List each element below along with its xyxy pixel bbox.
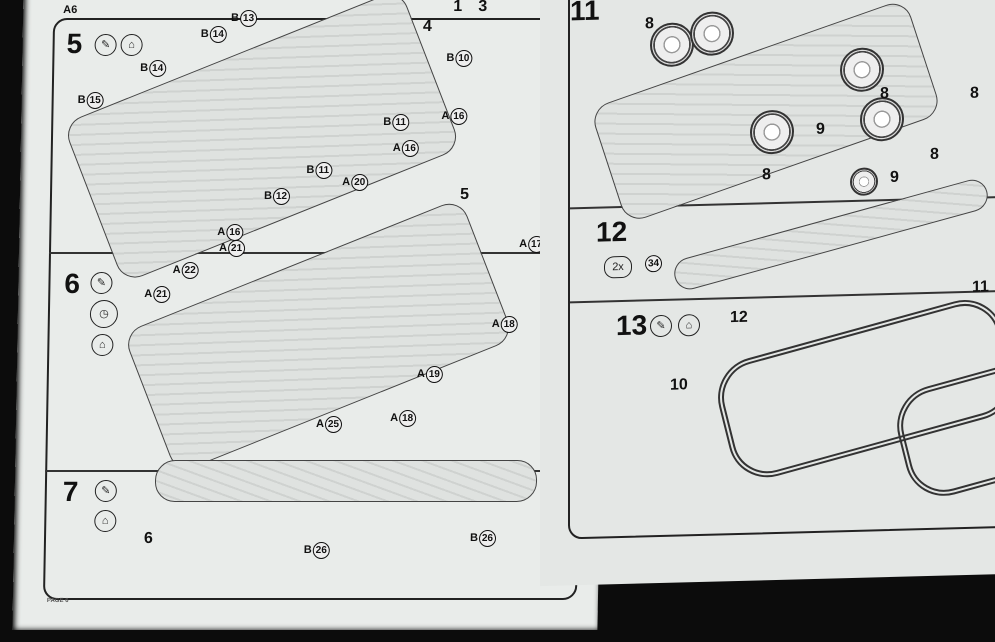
step-12-number: 12 <box>596 215 628 248</box>
suspension-drawing <box>154 460 538 502</box>
part-number: 8 <box>762 166 771 184</box>
step-7-number: 7 <box>62 476 79 507</box>
part-number: 8 <box>930 145 939 163</box>
step-13-number: 13 <box>616 309 648 342</box>
assembly-number: 5 <box>459 186 470 203</box>
instruction-page-right: 11 8 8 8 8 9 8 9 12 2x 34 13 ✎ ⌂ 12 10 1… <box>540 0 995 587</box>
part-number: 8 <box>645 15 654 33</box>
step-5-number: 5 <box>66 28 83 59</box>
part-number: 9 <box>890 168 899 186</box>
step-number: 3 <box>478 0 488 15</box>
part-number: 8 <box>880 85 889 103</box>
assembly-number: 6 <box>143 530 154 547</box>
step-11-number: 11 <box>570 0 600 27</box>
part-number: 11 <box>972 278 989 296</box>
part-label: A6 <box>63 4 78 16</box>
page-footer: PAGE 6 <box>46 598 69 604</box>
assembly-number: 4 <box>422 18 433 35</box>
part-number: 10 <box>670 376 688 394</box>
quantity-badge: 2x <box>604 255 632 279</box>
step-number: 1 <box>453 0 463 15</box>
step-6-number: 6 <box>64 268 81 299</box>
part-number: 9 <box>816 120 825 138</box>
part-label: 34 <box>644 254 662 273</box>
part-number: 12 <box>730 308 748 327</box>
part-number: 8 <box>970 84 979 102</box>
